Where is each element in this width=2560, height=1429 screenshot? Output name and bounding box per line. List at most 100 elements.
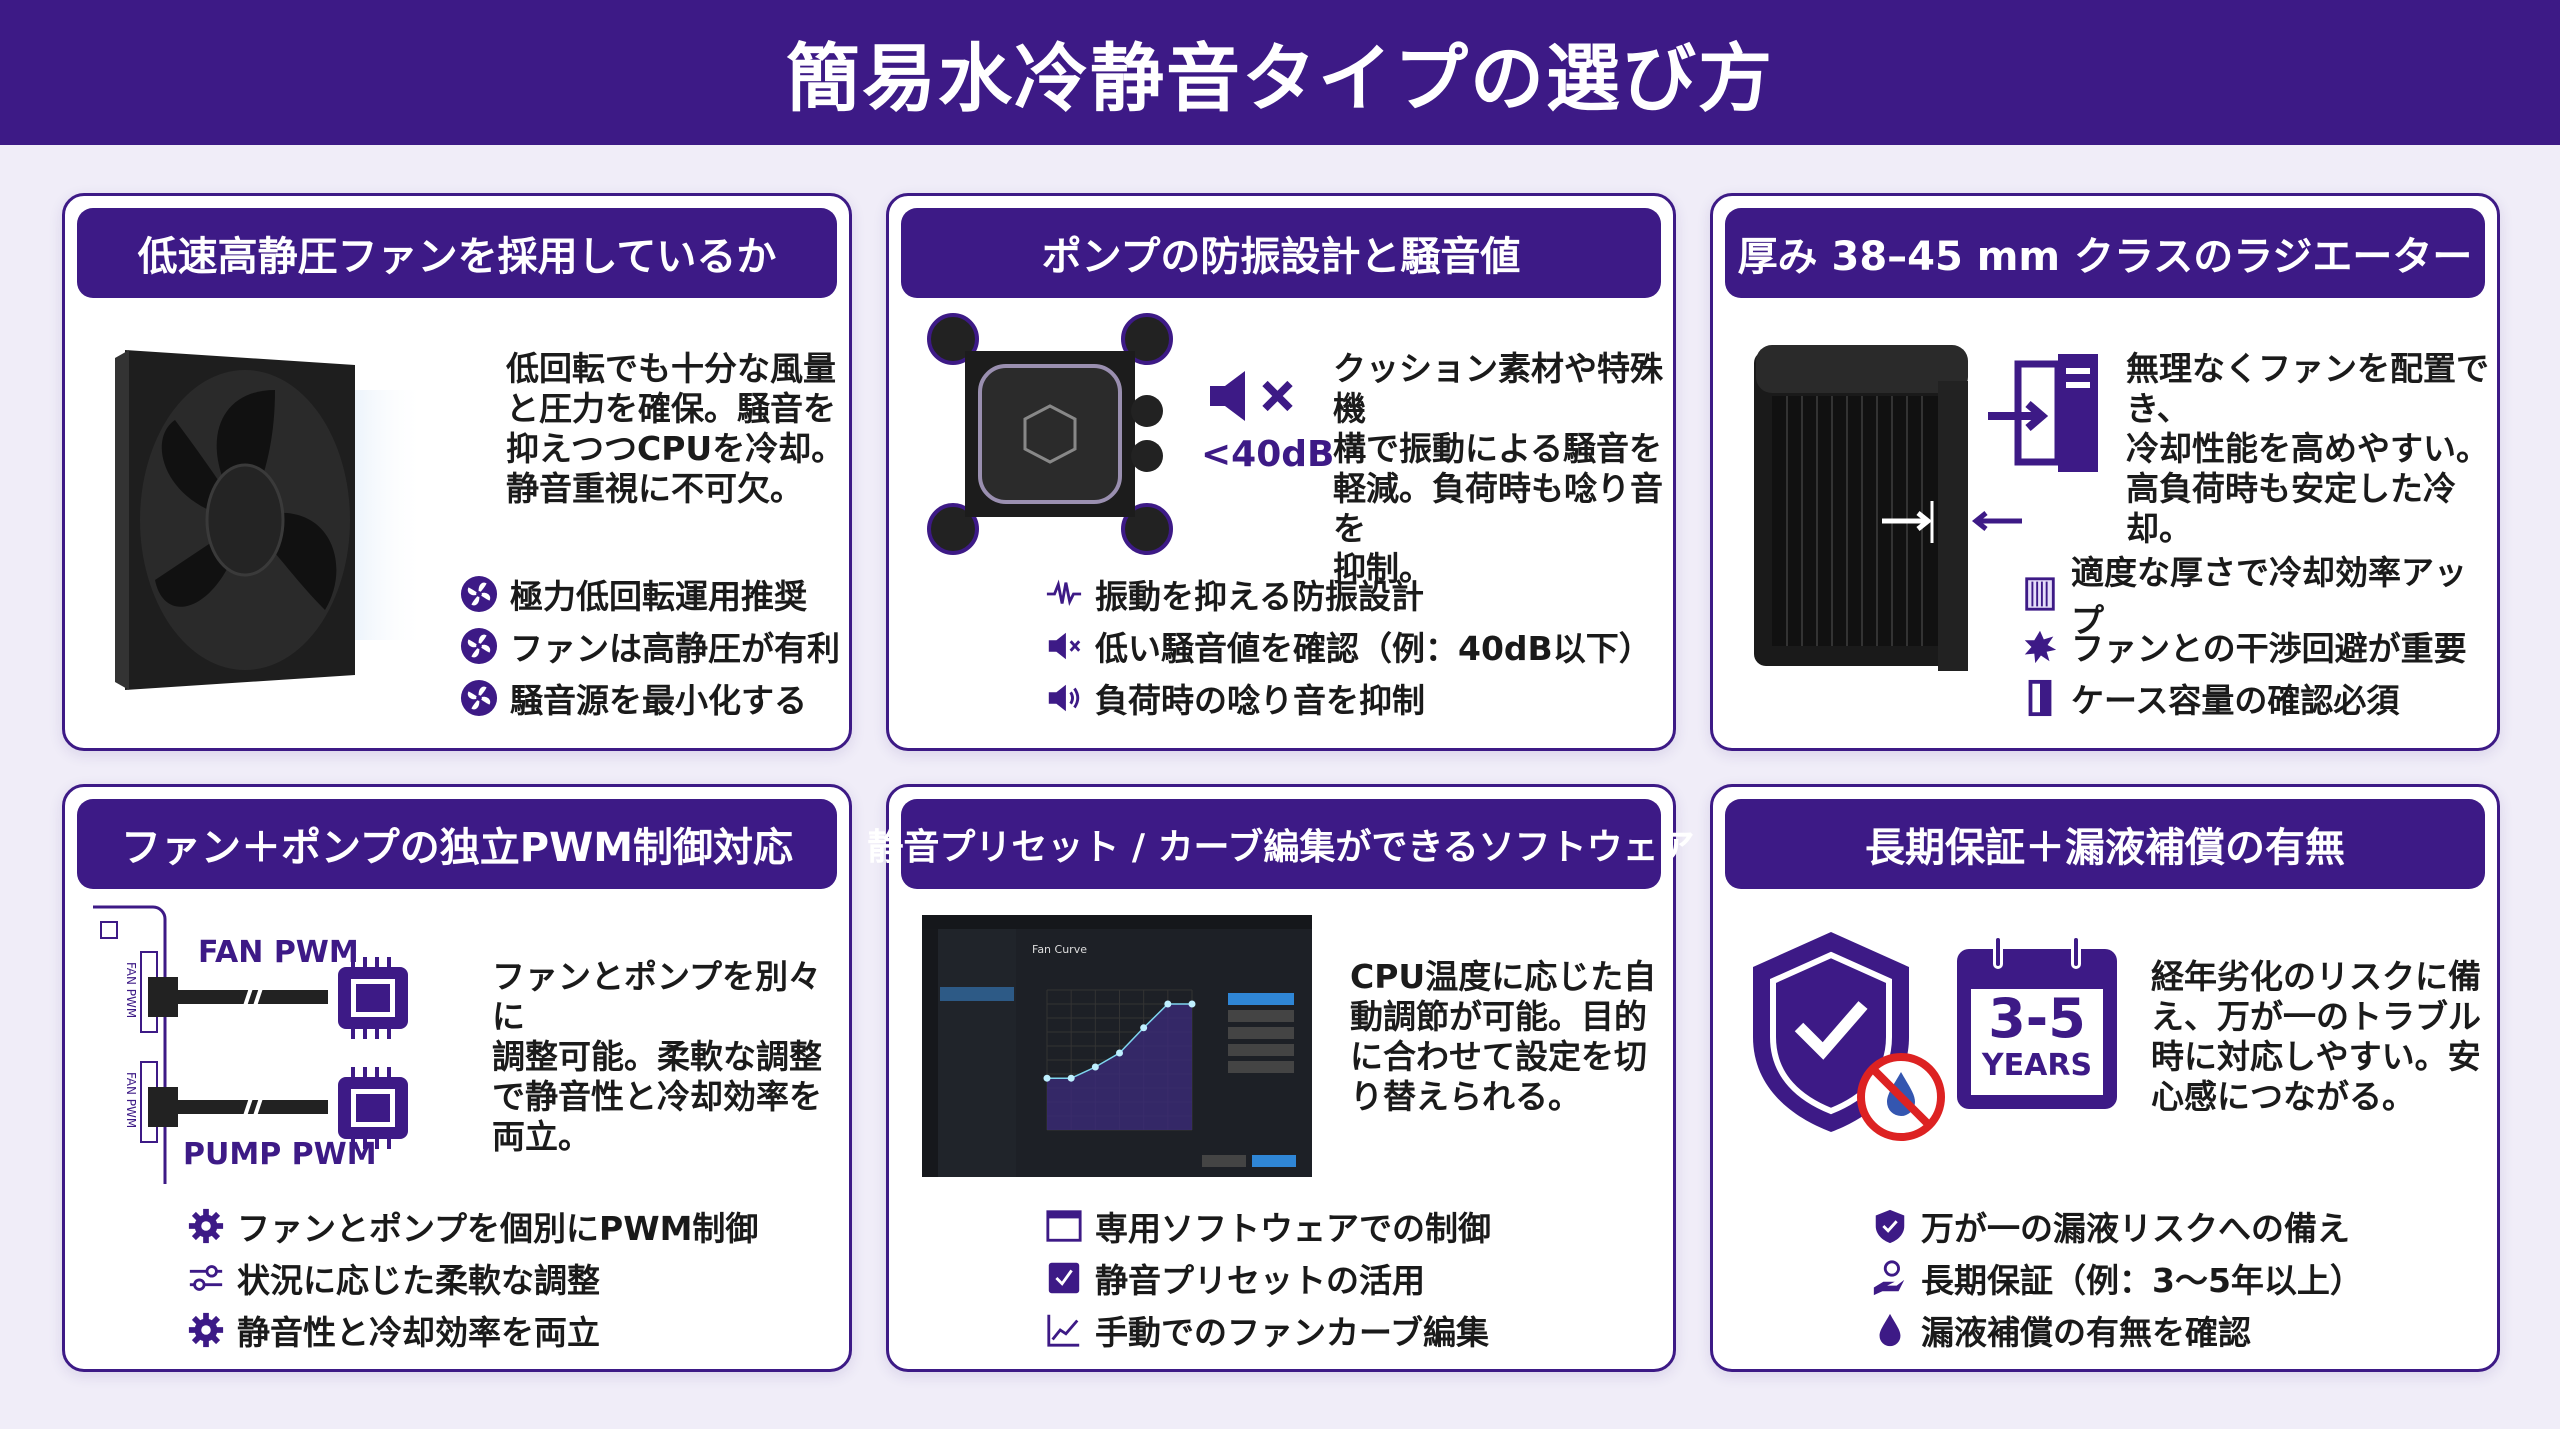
radiator-image bbox=[1754, 345, 2022, 671]
desc-line: ファンとポンプを別々に bbox=[492, 957, 822, 1036]
bullet-text: 低い騒音値を確認（例：40dB以下） bbox=[1095, 629, 1652, 668]
software-screenshot: Fan Curve bbox=[922, 915, 1312, 1177]
hand-user-icon bbox=[1871, 1259, 1909, 1297]
list-item: ファンは高静圧が有利 bbox=[460, 620, 840, 672]
list-item: 負荷時の唸り音を抑制 bbox=[1045, 672, 1652, 724]
preset-check-icon bbox=[1045, 1259, 1083, 1297]
years-label: YEARS bbox=[1981, 1048, 2093, 1083]
desc-line: 両立。 bbox=[492, 1117, 591, 1156]
list-item: 低い騒音値を確認（例：40dB以下） bbox=[1045, 620, 1652, 672]
card-title: ポンプの防振設計と騒音値 bbox=[901, 208, 1661, 298]
bullet-text: 状況に応じた柔軟な調整 bbox=[237, 1261, 600, 1300]
pump-pwm-label: PUMP PWM bbox=[183, 1137, 377, 1172]
desc-line: 静音重視に不可欠。 bbox=[506, 469, 803, 508]
bullet-text: 振動を抑える防振設計 bbox=[1095, 577, 1425, 616]
radiator-icon bbox=[2021, 575, 2059, 613]
chip-icon bbox=[338, 957, 408, 1039]
bullet-text: 静音性と冷却効率を両立 bbox=[237, 1313, 600, 1352]
pwm-connection-diagram: FAN PWM FAN PWM FAN PWM PUMP PWM bbox=[93, 905, 408, 1184]
bullet-text: 静音プリセットの活用 bbox=[1095, 1261, 1425, 1300]
list-item: ファンとの干渉回避が重要 bbox=[2021, 620, 2497, 672]
bullet-text: 適度な厚さで冷却効率アップ bbox=[2071, 553, 2467, 640]
calendar-icon: 3-5 YEARS bbox=[1957, 935, 2117, 1110]
desc-line: 抑えつつCPUを冷却。 bbox=[506, 429, 845, 468]
bullet-text: 極力低回転運用推奨 bbox=[510, 577, 807, 616]
curve-point[interactable] bbox=[1067, 1074, 1075, 1082]
sliders-icon bbox=[187, 1259, 225, 1297]
shield-check-icon bbox=[1753, 932, 1945, 1141]
desc-line: 抑制。 bbox=[1333, 549, 1432, 588]
window-icon bbox=[1045, 1207, 1083, 1245]
collision-icon bbox=[2021, 627, 2059, 665]
desc-line: 軽減。負荷時も唸り音を bbox=[1333, 469, 1663, 548]
fan-curve-area bbox=[1047, 1004, 1192, 1130]
card-pwm-control: ファン＋ポンプの独立PWM制御対応 FAN PWM FAN PWM FAN PW… bbox=[62, 784, 852, 1372]
card-title: ファン＋ポンプの独立PWM制御対応 bbox=[77, 799, 837, 889]
desc-line: で静音性と冷却効率を bbox=[492, 1077, 822, 1116]
page-header: 簡易水冷静音タイプの選び方 bbox=[0, 0, 2560, 145]
noise-level-label: <40dB bbox=[1201, 434, 1335, 475]
card-pump-vibration: ポンプの防振設計と騒音値 <40dB クッション素材や特殊機 構で振動による騒音… bbox=[886, 193, 1676, 751]
list-item: 適度な厚さで冷却効率アップ bbox=[2021, 553, 2497, 640]
bullet-text: 手動でのファンカーブ編集 bbox=[1095, 1313, 1490, 1352]
bullet-text: 専用ソフトウェアでの制御 bbox=[1095, 1209, 1491, 1248]
curve-point[interactable] bbox=[1043, 1074, 1051, 1082]
screen-title: Fan Curve bbox=[1032, 943, 1087, 956]
list-item: 長期保証（例：3〜5年以上） bbox=[1871, 1252, 2363, 1304]
desc-line: と圧力を確保。騒音を bbox=[506, 389, 836, 428]
bullet-list: 振動を抑える防振設計 低い騒音値を確認（例：40dB以下） 負荷時の唸り音を抑制 bbox=[1045, 568, 1652, 724]
bullet-text: ファンとの干渉回避が重要 bbox=[2071, 629, 2467, 668]
list-item: ファンとポンプを個別にPWM制御 bbox=[187, 1200, 758, 1252]
desc-line: 時に対応しやすい。安 bbox=[2151, 1037, 2481, 1076]
gear-icon bbox=[187, 1207, 225, 1245]
header-label: FAN PWM bbox=[124, 1072, 138, 1128]
list-item: ケース容量の確認必須 bbox=[2021, 672, 2497, 724]
card-warranty: 長期保証＋漏液補償の有無 3-5 YEARS 経年劣化のリスクに備 え、万が一の… bbox=[1710, 784, 2500, 1372]
speaker-mute-icon bbox=[1045, 627, 1083, 665]
curve-point[interactable] bbox=[1188, 1000, 1196, 1008]
bullet-text: 長期保証（例：3〜5年以上） bbox=[1921, 1261, 2363, 1300]
header-label: FAN PWM bbox=[124, 962, 138, 1018]
list-item: 騒音源を最小化する bbox=[460, 672, 840, 724]
desc-line: 経年劣化のリスクに備 bbox=[2151, 957, 2481, 996]
card-title: 厚み 38–45 mm クラスのラジエーター bbox=[1725, 208, 2485, 298]
speaker-icon bbox=[1045, 679, 1083, 717]
chip-icon bbox=[338, 1067, 408, 1149]
desc-line: 動調節が可能。目的 bbox=[1350, 997, 1647, 1036]
curve-point[interactable] bbox=[1091, 1063, 1099, 1071]
card-radiator-thickness: 厚み 38–45 mm クラスのラジエーター 無理なくファンを配置でき、 冷却性… bbox=[1710, 193, 2500, 751]
desc-line: 心感につながる。 bbox=[2151, 1077, 2415, 1116]
bullet-text: 負荷時の唸り音を抑制 bbox=[1095, 681, 1425, 720]
speaker-mute-icon bbox=[1210, 371, 1293, 421]
bullet-text: 騒音源を最小化する bbox=[510, 681, 807, 720]
curve-point[interactable] bbox=[1116, 1049, 1123, 1057]
desc-line: 高負荷時も安定した冷却。 bbox=[2126, 469, 2456, 548]
bullet-text: ファンは高静圧が有利 bbox=[510, 629, 840, 668]
gear-icon bbox=[187, 1311, 225, 1349]
curve-point[interactable] bbox=[1140, 1024, 1148, 1032]
desc-line: クッション素材や特殊機 bbox=[1333, 349, 1663, 428]
fan-icon bbox=[460, 679, 498, 717]
bullet-text: ファンとポンプを個別にPWM制御 bbox=[237, 1209, 759, 1248]
desc-line: え、万が一のトラブル bbox=[2151, 997, 2481, 1036]
fan-pwm-label: FAN PWM bbox=[198, 935, 359, 970]
card-software-presets: 静音プリセット / カーブ編集ができるソフトウェア Fan Curve CPU温… bbox=[867, 784, 1695, 1372]
pump-image bbox=[927, 313, 1173, 555]
card-low-speed-fan: 低速高静圧ファンを採用しているか 低回転でも十分な風量 と圧力を確保。騒音を 抑… bbox=[62, 193, 852, 751]
desc-line: り替えられる。 bbox=[1350, 1077, 1581, 1116]
list-item: 静音プリセットの活用 bbox=[1045, 1252, 1491, 1304]
list-item: 万が一の漏液リスクへの備え bbox=[1871, 1200, 2363, 1252]
years-number: 3-5 bbox=[1988, 987, 2086, 1050]
fan-icon bbox=[460, 627, 498, 665]
desc-line: に合わせて設定を切 bbox=[1350, 1037, 1647, 1076]
curve-point[interactable] bbox=[1164, 1000, 1172, 1008]
desc-line: 調整可能。柔軟な調整 bbox=[492, 1037, 822, 1076]
pc-case-insert-icon bbox=[1988, 354, 2098, 472]
card-title: 長期保証＋漏液補償の有無 bbox=[1725, 799, 2485, 889]
pc-case-icon bbox=[2021, 679, 2059, 717]
page-title: 簡易水冷静音タイプの選び方 bbox=[786, 36, 1774, 122]
desc-line: 無理なくファンを配置でき、 bbox=[2126, 349, 2489, 428]
line-chart-icon bbox=[1045, 1311, 1083, 1349]
drop-icon bbox=[1871, 1311, 1909, 1349]
fan-image bbox=[115, 350, 425, 690]
